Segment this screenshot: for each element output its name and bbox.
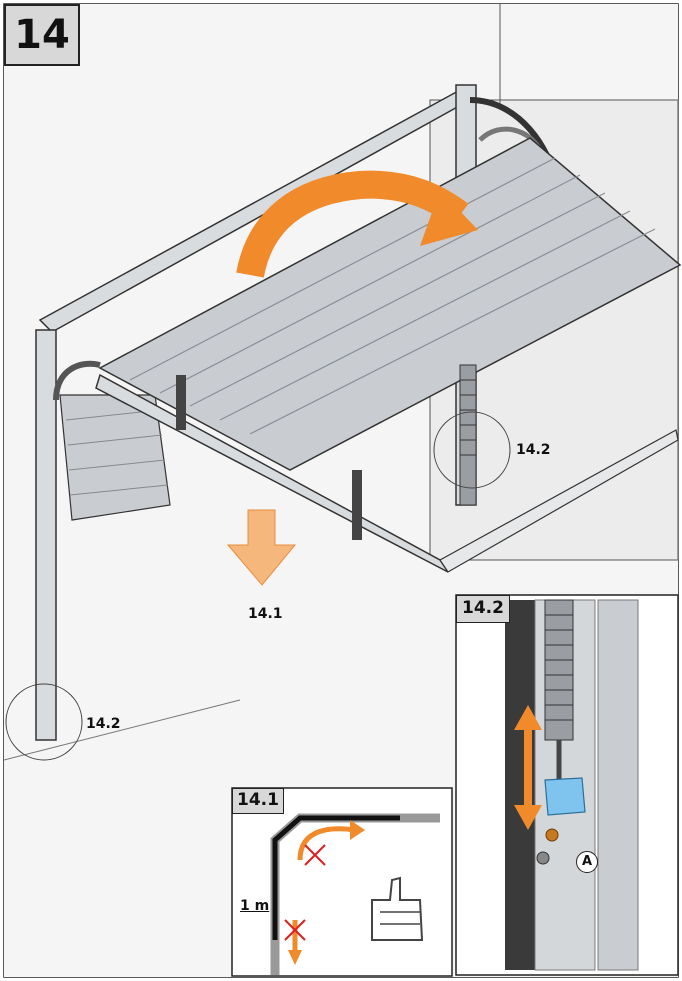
callout-spring-left: 14.2 [86,716,121,732]
callout-spring-right: 14.2 [516,442,551,458]
step-number: 14 [4,4,80,66]
part-a-badge: A [576,851,598,873]
inset-14-1-title: 14.1 [232,788,284,814]
distance-label: 1 m [240,898,270,914]
inset-14-2-title: 14.2 [456,595,510,623]
callout-lower-arrow: 14.1 [248,606,283,622]
